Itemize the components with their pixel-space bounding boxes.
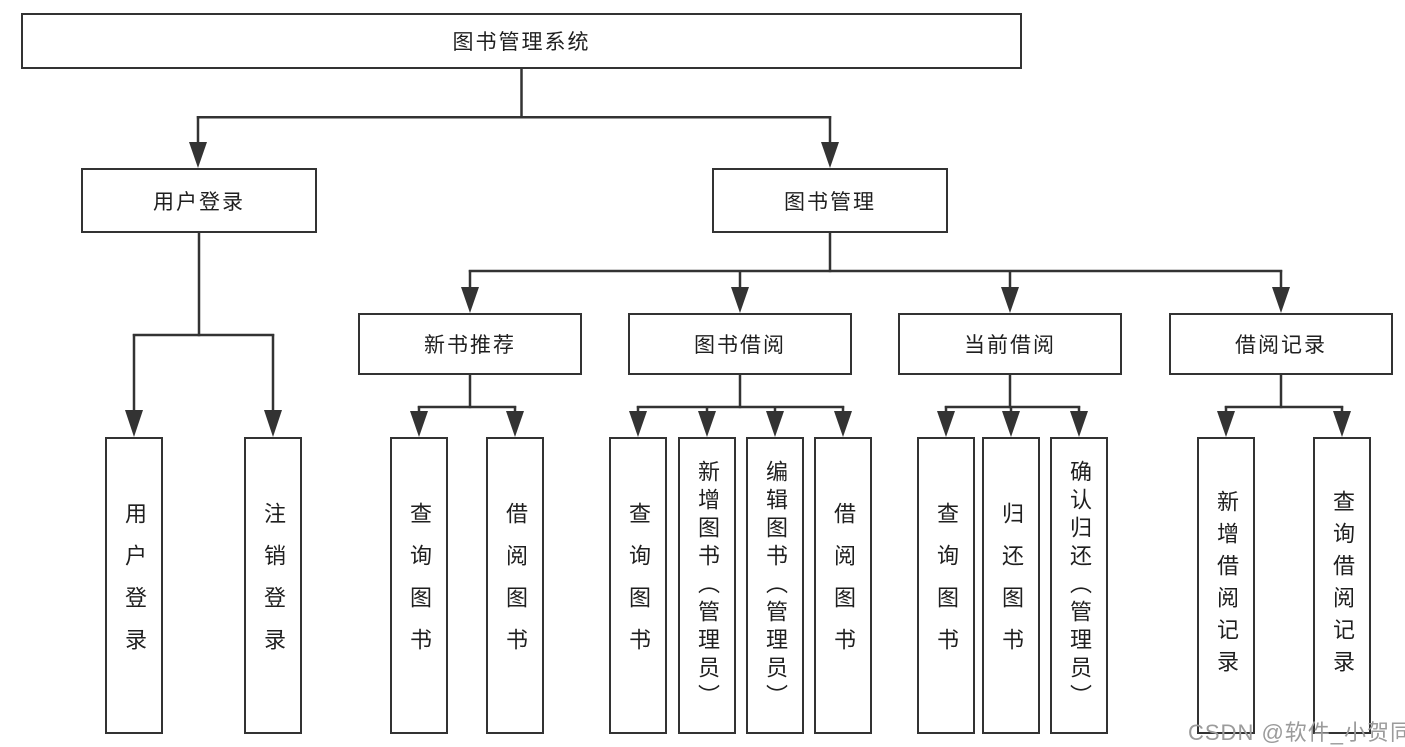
leaf-recommend-borrow-books: 借阅图书 bbox=[486, 437, 544, 734]
node-label: 图书管理 bbox=[784, 190, 876, 214]
node-label: 确认归还（管理员） bbox=[1067, 459, 1092, 712]
node-label: 图书借阅 bbox=[694, 334, 786, 357]
node-borrow-records: 借阅记录 bbox=[1169, 313, 1393, 375]
node-label: 借阅记录 bbox=[1235, 334, 1327, 357]
node-label: 新增图书（管理员） bbox=[695, 459, 720, 712]
node-label: 新增借阅记录 bbox=[1214, 489, 1239, 682]
node-label: 借阅图书 bbox=[503, 501, 528, 670]
leaf-borrow-books: 借阅图书 bbox=[814, 437, 872, 734]
node-label: 查询图书 bbox=[626, 501, 651, 670]
leaf-add-borrow-record: 新增借阅记录 bbox=[1197, 437, 1255, 734]
arrowhead bbox=[125, 410, 143, 437]
leaf-return-books: 归还图书 bbox=[982, 437, 1040, 734]
node-current-borrow: 当前借阅 bbox=[898, 313, 1122, 375]
leaf-confirm-return-admin: 确认归还（管理员） bbox=[1050, 437, 1108, 734]
leaf-add-book-admin: 新增图书（管理员） bbox=[678, 437, 736, 734]
node-label: 查询借阅记录 bbox=[1330, 489, 1355, 682]
node-label: 当前借阅 bbox=[964, 334, 1056, 357]
node-label: 编辑图书（管理员） bbox=[763, 459, 788, 712]
arrowhead bbox=[766, 411, 784, 437]
edge-root-to-level2 bbox=[189, 68, 839, 168]
node-book-management: 图书管理 bbox=[712, 168, 948, 233]
edge-user-login-to-leaves bbox=[125, 232, 282, 437]
edge-new-book-recommend-to-leaves bbox=[410, 374, 524, 437]
leaf-query-borrow-record: 查询借阅记录 bbox=[1313, 437, 1371, 734]
arrowhead bbox=[1217, 411, 1235, 437]
arrowhead bbox=[1333, 411, 1351, 437]
arrowhead bbox=[189, 142, 207, 168]
edge-current-borrow-to-leaves bbox=[937, 374, 1088, 437]
edge-borrow-records-to-leaves bbox=[1217, 374, 1351, 437]
node-label: 用户登录 bbox=[153, 190, 245, 214]
node-label: 借阅图书 bbox=[831, 501, 856, 670]
leaf-borrow-query-books: 查询图书 bbox=[609, 437, 667, 734]
node-label: 查询图书 bbox=[934, 501, 959, 670]
csdn-watermark: CSDN @软件_小贺同学 bbox=[1188, 720, 1405, 745]
arrowhead bbox=[1001, 287, 1019, 313]
leaf-current-query-books: 查询图书 bbox=[917, 437, 975, 734]
leaf-user-login: 用户登录 bbox=[105, 437, 163, 734]
arrowhead bbox=[698, 411, 716, 437]
arrowhead bbox=[1070, 411, 1088, 437]
arrowhead bbox=[264, 410, 282, 437]
leaf-edit-book-admin: 编辑图书（管理员） bbox=[746, 437, 804, 734]
leaf-recommend-query-books: 查询图书 bbox=[390, 437, 448, 734]
arrowhead bbox=[461, 287, 479, 313]
node-label: 注销登录 bbox=[261, 501, 286, 670]
node-label: 查询图书 bbox=[407, 501, 432, 670]
node-label: 用户登录 bbox=[122, 501, 147, 670]
edge-book-management-to-level3 bbox=[461, 232, 1290, 313]
arrowhead bbox=[731, 287, 749, 313]
arrowhead bbox=[410, 411, 428, 437]
node-user-login: 用户登录 bbox=[81, 168, 317, 233]
arrowhead bbox=[506, 411, 524, 437]
arrowhead bbox=[834, 411, 852, 437]
arrowhead bbox=[629, 411, 647, 437]
node-label: 图书管理系统 bbox=[452, 31, 591, 54]
node-label: 新书推荐 bbox=[424, 334, 516, 357]
arrowhead bbox=[1272, 287, 1290, 313]
edge-book-borrow-to-leaves bbox=[629, 374, 852, 437]
leaf-logout: 注销登录 bbox=[244, 437, 302, 734]
arrowhead bbox=[1002, 411, 1020, 437]
node-label: 归还图书 bbox=[999, 501, 1024, 670]
node-book-borrow: 图书借阅 bbox=[628, 313, 852, 375]
arrowhead bbox=[937, 411, 955, 437]
arrowhead bbox=[821, 142, 839, 168]
node-new-book-recommend: 新书推荐 bbox=[358, 313, 582, 375]
node-root-system: 图书管理系统 bbox=[21, 13, 1022, 69]
